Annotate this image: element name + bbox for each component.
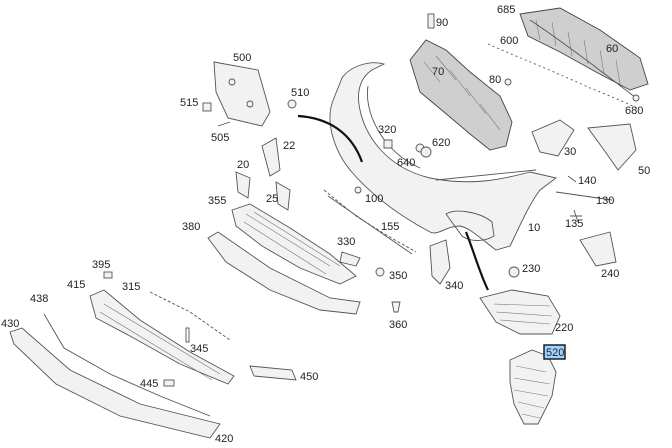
side-grille-220-part xyxy=(479,289,561,335)
callout-330: 330 xyxy=(337,236,355,248)
mesh-330-part xyxy=(339,251,361,267)
callout-500: 500 xyxy=(233,52,251,64)
callout-220: 220 xyxy=(555,322,573,334)
highlighted-callout-520[interactable]: 520 xyxy=(543,344,566,360)
callout-680: 680 xyxy=(625,105,643,117)
callout-30: 30 xyxy=(564,146,576,158)
callout-130: 130 xyxy=(596,195,614,207)
callout-340: 340 xyxy=(445,280,463,292)
callout-70: 70 xyxy=(432,66,444,78)
callout-438: 438 xyxy=(30,293,48,305)
panel-415-part xyxy=(89,289,235,385)
bumper-cover-part xyxy=(329,62,558,251)
callout-520: 520 xyxy=(546,347,564,359)
bracket-25-part xyxy=(275,181,291,211)
bracket-20-part xyxy=(235,171,251,199)
callout-355: 355 xyxy=(208,195,226,207)
bracket-340-part xyxy=(429,239,451,285)
bracket-50-part xyxy=(587,123,637,171)
carrier-part xyxy=(409,39,513,151)
plate-part xyxy=(213,61,271,127)
callout-155: 155 xyxy=(381,221,399,233)
callout-640: 640 xyxy=(397,157,415,169)
callout-380: 380 xyxy=(182,221,200,233)
callout-315: 315 xyxy=(122,281,140,293)
callout-80: 80 xyxy=(489,74,501,86)
mesh-insert-520-part xyxy=(509,349,557,425)
bracket-30-part xyxy=(531,119,575,157)
callout-230: 230 xyxy=(522,263,540,275)
crossmember-part xyxy=(519,7,649,91)
callout-620: 620 xyxy=(432,137,450,149)
trim-315-part xyxy=(149,291,231,341)
trim-155-part xyxy=(327,195,413,255)
callout-320: 320 xyxy=(378,124,396,136)
callout-labels: 685 90 600 60 500 70 510 80 515 505 680 … xyxy=(1,4,650,445)
callout-135: 135 xyxy=(565,218,583,230)
callout-445: 445 xyxy=(140,378,158,390)
callout-22: 22 xyxy=(283,140,295,152)
callout-25: 25 xyxy=(266,193,278,205)
callout-505: 505 xyxy=(211,132,229,144)
harness-part xyxy=(487,43,641,111)
callout-350: 350 xyxy=(389,270,407,282)
callout-20: 20 xyxy=(237,159,249,171)
callout-420: 420 xyxy=(215,433,233,445)
callout-415: 415 xyxy=(67,279,85,291)
callout-240: 240 xyxy=(601,268,619,280)
grille-355-part xyxy=(231,203,357,285)
callout-430: 430 xyxy=(1,318,19,330)
lower-cover-380-part xyxy=(207,231,361,315)
callout-345: 345 xyxy=(190,343,208,355)
leader-curve-upper xyxy=(297,114,364,163)
callout-450: 450 xyxy=(300,371,318,383)
callout-360: 360 xyxy=(389,319,407,331)
callout-90: 90 xyxy=(436,17,448,29)
strip-438-part xyxy=(43,313,211,417)
callout-685: 685 xyxy=(497,4,515,16)
callout-60: 60 xyxy=(606,43,618,55)
callout-600: 600 xyxy=(500,35,518,47)
leader-curve-lower xyxy=(464,231,489,291)
callout-140: 140 xyxy=(578,175,596,187)
bracket-450-part xyxy=(249,365,297,381)
callout-515: 515 xyxy=(180,97,198,109)
callout-50: 50 xyxy=(638,165,650,177)
callout-100: 100 xyxy=(365,193,383,205)
small-hardware xyxy=(103,13,640,387)
strip-430-part xyxy=(9,327,221,439)
bracket-240-part xyxy=(579,231,617,267)
callout-395: 395 xyxy=(92,259,110,271)
harness-wire xyxy=(529,19,637,99)
bracket-22-part xyxy=(261,137,281,177)
callout-510: 510 xyxy=(291,87,309,99)
callout-10: 10 xyxy=(528,222,540,234)
